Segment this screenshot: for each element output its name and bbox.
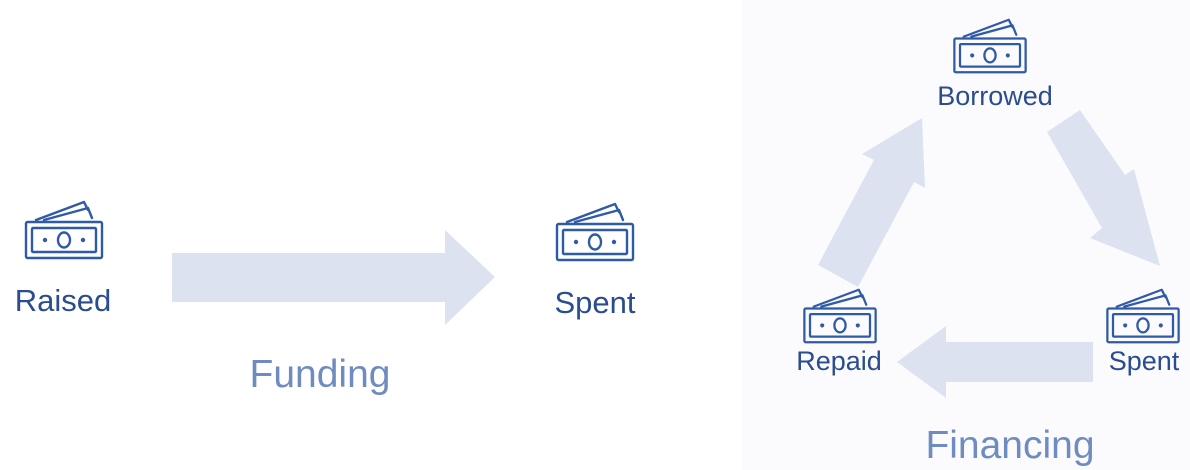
spent-to-repaid-arrow: [897, 326, 1093, 398]
borrowed-label: Borrowed: [937, 81, 1053, 111]
repaid-to-borrowed-arrow: [818, 118, 925, 287]
money-icon: [800, 286, 880, 346]
money-icon: [22, 198, 106, 262]
repaid-label: Repaid: [796, 346, 882, 376]
financing-title: Financing: [925, 424, 1095, 467]
money-icon: [553, 200, 637, 264]
money-icon: [950, 16, 1030, 76]
funding-title: Funding: [249, 353, 391, 396]
financing-spent-label: Spent: [1108, 346, 1180, 376]
funding-arrow: [172, 230, 495, 325]
raised-label: Raised: [14, 283, 112, 318]
money-icon: [1103, 286, 1183, 346]
funding-spent-label: Spent: [554, 285, 636, 320]
borrowed-to-spent-arrow: [1047, 110, 1160, 266]
